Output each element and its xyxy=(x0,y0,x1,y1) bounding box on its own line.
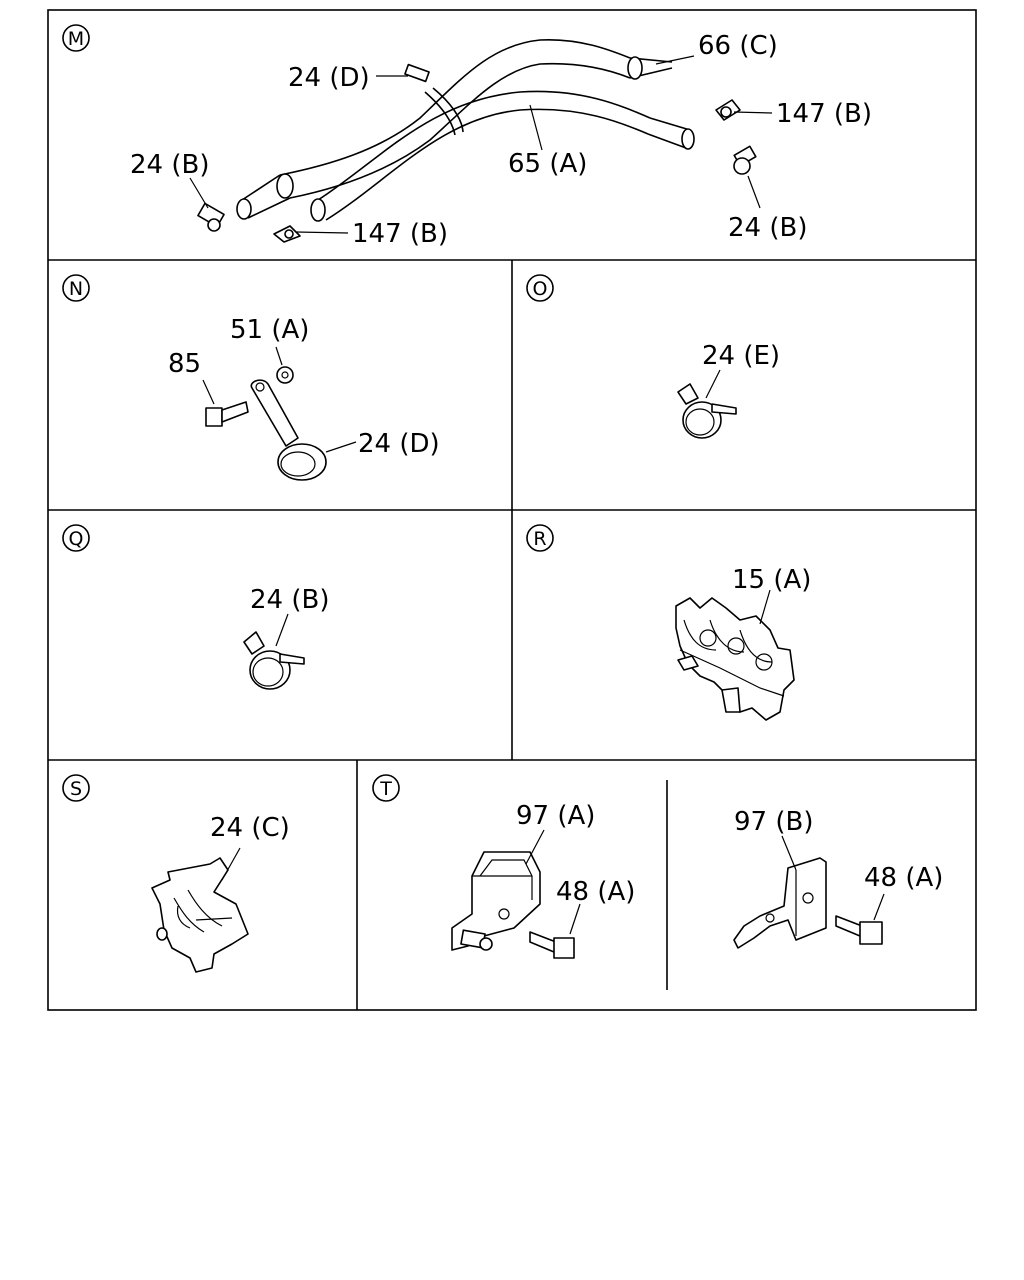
clamp-24b-right xyxy=(733,145,757,175)
label-bolt-48a-left: 48 (A) xyxy=(556,877,635,907)
label-clamp-24b-left: 24 (B) xyxy=(130,150,209,180)
label-clamp-24b-q: 24 (B) xyxy=(250,585,329,615)
section-marker-n: N xyxy=(62,274,90,302)
label-bolt-85: 85 xyxy=(168,349,201,379)
label-bolt-48a-right: 48 (A) xyxy=(864,863,943,893)
section-marker-n-letter: N xyxy=(69,278,83,300)
bracket-97b xyxy=(733,857,827,949)
section-n-drawing: 51 (A) 85 24 (D) xyxy=(168,315,440,481)
section-t-drawing: 97 (A) 48 (A) 97 (B) 48 (A) xyxy=(451,801,943,959)
section-r-drawing: 15 (A) xyxy=(675,565,811,721)
section-marker-q-letter: Q xyxy=(69,528,84,550)
bolt-85 xyxy=(205,401,249,427)
bolt-48a-left xyxy=(529,931,575,959)
label-holder-15a: 15 (A) xyxy=(732,565,811,595)
label-bracket-97a: 97 (A) xyxy=(516,801,595,831)
label-clamp-24b-right: 24 (B) xyxy=(728,213,807,243)
section-marker-m-letter: M xyxy=(68,28,84,50)
clip-147b-bottom xyxy=(273,225,301,243)
section-marker-t: T xyxy=(372,774,400,802)
section-marker-s: S xyxy=(62,774,90,802)
section-marker-r: R xyxy=(526,524,554,552)
clamp-24b-left xyxy=(197,202,225,232)
clamp-band-24d xyxy=(404,63,464,136)
label-hose-66c: 66 (C) xyxy=(698,31,778,61)
section-marker-o-letter: O xyxy=(533,278,548,300)
holder-15a xyxy=(675,597,795,721)
diagram-frame xyxy=(47,9,977,1011)
section-marker-m: M xyxy=(62,24,90,52)
section-marker-t-letter: T xyxy=(379,778,392,800)
section-m-leaders xyxy=(189,55,773,234)
clamp-24b-q xyxy=(243,631,305,690)
label-clamp-24e: 24 (E) xyxy=(702,341,780,371)
section-marker-o: O xyxy=(526,274,554,302)
section-marker-r-letter: R xyxy=(533,528,546,550)
hose-66c xyxy=(236,39,673,220)
hose-65a xyxy=(310,90,695,222)
bolt-48a-right xyxy=(835,915,883,945)
label-clamp-24d-n: 24 (D) xyxy=(358,429,440,459)
clip-147b-right xyxy=(715,99,741,121)
nut-51a xyxy=(276,366,294,384)
clip-24c xyxy=(151,857,249,973)
clamp-24d-n xyxy=(250,379,327,481)
label-clip-147b-bottom: 147 (B) xyxy=(352,219,448,249)
section-m-drawing: 24 (D) 66 (C) 147 (B) 65 (A) 24 (B) 147 … xyxy=(130,31,872,249)
label-bracket-97b: 97 (B) xyxy=(734,807,813,837)
section-s-drawing: 24 (C) xyxy=(151,813,290,973)
label-nut-51a: 51 (A) xyxy=(230,315,309,345)
section-o-drawing: 24 (E) xyxy=(677,341,780,439)
section-marker-s-letter: S xyxy=(70,778,82,800)
label-clamp-24d: 24 (D) xyxy=(288,63,370,93)
section-q-drawing: 24 (B) xyxy=(243,585,329,690)
section-marker-q: Q xyxy=(62,524,90,552)
bracket-97a xyxy=(451,851,541,951)
label-hose-65a: 65 (A) xyxy=(508,149,587,179)
label-clip-24c: 24 (C) xyxy=(210,813,290,843)
label-clip-147b-right: 147 (B) xyxy=(776,99,872,129)
clamp-24e xyxy=(677,383,737,439)
